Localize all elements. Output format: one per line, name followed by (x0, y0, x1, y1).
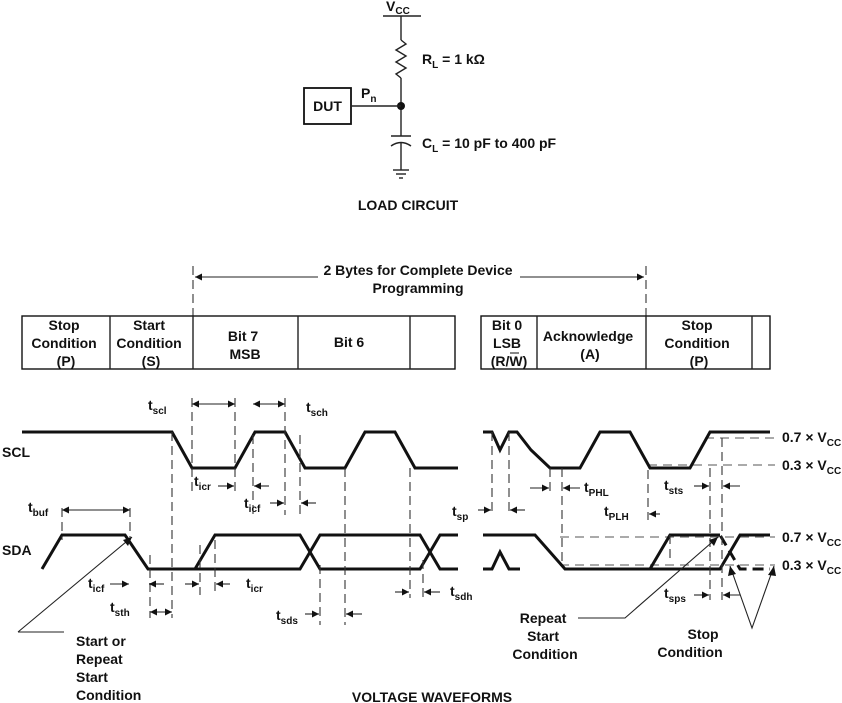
timing-guides (61, 398, 723, 625)
rl-label: RL = 1 kΩ (422, 51, 485, 71)
dut-box (303, 87, 352, 125)
frame-right-box (480, 315, 771, 370)
resistor-symbol (394, 39, 408, 79)
scl-waveform (22, 430, 770, 470)
dut-label: DUT (313, 98, 342, 114)
frame-left: Stop Condition (P) Start Condition (S) B… (21, 315, 456, 370)
scl-waveform-right (483, 430, 770, 470)
frame-bit0-cell: Bit 0 LSB (R/W) (491, 317, 528, 369)
callouts (17, 536, 776, 633)
frame-right: Bit 0 LSB (R/W) Acknowledge (A) Stop Con… (480, 315, 771, 370)
frame-acknowledge-cell: Acknowledge (A) (543, 328, 637, 362)
t-icr-sda-label: ticr (246, 575, 263, 595)
t-sdh-label: tsdh (450, 583, 472, 603)
ground-icon (393, 169, 409, 179)
t-sps-label: tsps (664, 585, 686, 605)
t-sch-label: tsch (306, 399, 328, 419)
start-condition-leader (17, 536, 133, 633)
scl-high-level-label: 0.7 × VCC (782, 429, 841, 449)
t-icf-scl-label: ticf (244, 495, 261, 515)
sda-high-level-label: 0.7 × VCC (782, 529, 841, 549)
frame-bit7-cell: Bit 7 MSB (228, 328, 262, 362)
t-sds-label: tsds (276, 607, 298, 627)
frame-start-condition-cell: Start Condition (S) (116, 317, 185, 369)
vcc-label: VCC (386, 0, 410, 17)
frame-stop-condition-right-cell: Stop Condition (P) (664, 317, 733, 369)
sda-waveform-bit-high-path (150, 533, 458, 571)
timing-arrows (62, 400, 740, 618)
frame-left-box (21, 315, 456, 370)
sda-waveform-left-low (40, 533, 200, 571)
sda-waveform-bit-low-path (193, 533, 458, 571)
voltage-levels: 0.7 × VCC 0.3 × VCC 0.7 × VCC 0.3 × VCC (560, 429, 841, 577)
sda-waveform-right-low (483, 548, 520, 571)
bytes-span: 2 Bytes for Complete Device Programming (192, 262, 647, 316)
t-scl-label: tscl (148, 397, 167, 417)
sda-waveform-right-ack (483, 533, 650, 571)
t-sp-label: tsp (452, 503, 468, 523)
stop-condition-note: Stop Condition (657, 626, 722, 660)
pn-label: Pn (361, 85, 376, 105)
t-sts-label: tsts (664, 477, 684, 497)
start-or-repeat-start-note: Start or Repeat Start Condition (76, 633, 141, 703)
sda-low-level-label: 0.3 × VCC (782, 557, 841, 577)
frame-stop-condition-cell: Stop Condition (P) (31, 317, 100, 369)
sda-waveform-stop-dashed-high (670, 533, 770, 571)
stop-condition-leader (729, 565, 775, 630)
t-sth-label: tsth (110, 599, 130, 619)
t-buf-label: tbuf (28, 499, 49, 519)
load-circuit: VCC RL = 1 kΩ DUT Pn CL = 10 pF to 400 p… (303, 0, 557, 213)
voltage-waveforms-caption: VOLTAGE WAVEFORMS (352, 689, 512, 703)
capacitor-plate-bottom (390, 141, 412, 147)
t-icr-scl-label: ticr (194, 473, 211, 493)
scl-waveform-left (22, 430, 458, 470)
sda-signal-label: SDA (2, 542, 32, 558)
load-circuit-caption: LOAD CIRCUIT (358, 197, 459, 213)
scl-low-level-label: 0.3 × VCC (782, 457, 841, 477)
sda-waveform (40, 533, 770, 571)
frame-bit6-cell: Bit 6 (334, 334, 365, 350)
bytes-label-line1: 2 Bytes for Complete Device (323, 262, 512, 278)
scl-signal-label: SCL (2, 444, 30, 460)
t-plh-label: tPLH (604, 503, 629, 523)
repeat-start-note: Repeat Start Condition (512, 610, 577, 662)
timing-labels: tscl tsch ticr ticf tbuf ticf tsth ticr … (28, 397, 686, 627)
repeat-start-leader (578, 536, 719, 619)
cl-label: CL = 10 pF to 400 pF (422, 135, 557, 155)
t-icf-sda-label: ticf (88, 575, 105, 595)
bytes-label-line2: Programming (372, 280, 463, 296)
t-phl-label: tPHL (584, 479, 609, 499)
